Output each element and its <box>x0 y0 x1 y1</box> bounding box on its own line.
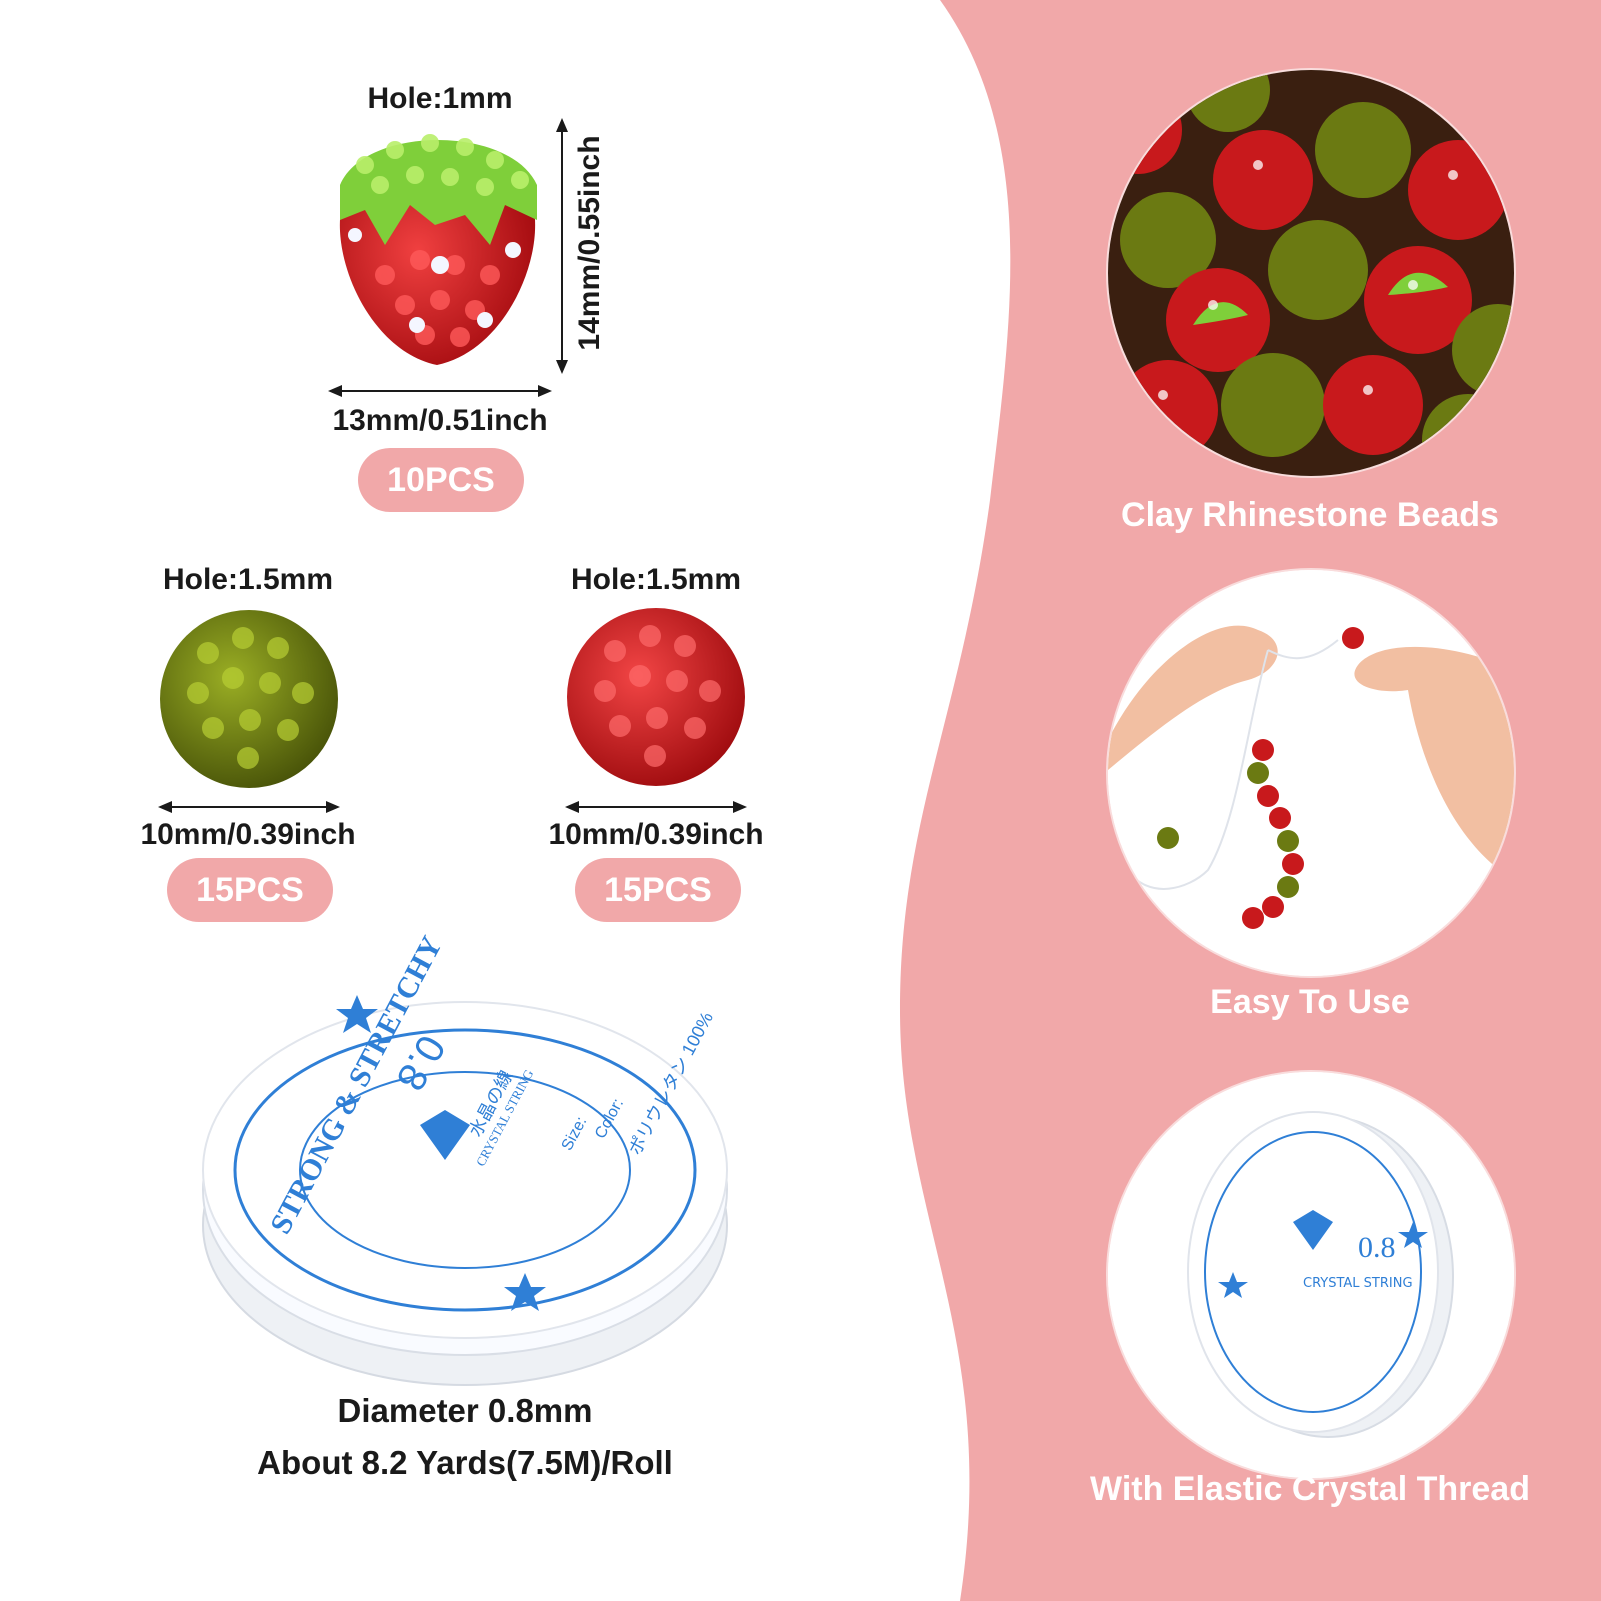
strawberry-qty-badge: 10PCS <box>358 448 524 512</box>
strawberry-height-label: 14mm/0.55inch <box>573 135 606 351</box>
red-width-label: 10mm/0.39inch <box>548 818 764 851</box>
svg-text:0.8: 0.8 <box>1358 1231 1396 1264</box>
feature-photo-beads <box>1108 70 1514 476</box>
olive-width-label: 10mm/0.39inch <box>140 818 356 851</box>
red-hole-label: Hole:1.5mm <box>570 563 742 596</box>
thread-diameter-label: Diameter 0.8mm <box>337 1392 593 1429</box>
thread-spool-photo-icon: 0.8 CRYSTAL STRING <box>1108 1072 1514 1478</box>
thread-length-label: About 8.2 Yards(7.5M)/Roll <box>257 1444 673 1481</box>
strawberry-bead-image <box>339 134 537 365</box>
feature-caption-easy: Easy To Use <box>1210 983 1410 1021</box>
hands-stringing-photo-icon <box>1108 570 1514 976</box>
olive-hole-label: Hole:1.5mm <box>162 563 334 596</box>
strawberry-hole-label: Hole:1mm <box>367 82 513 115</box>
red-width-arrow <box>565 801 747 813</box>
beads-pile-photo-icon <box>1108 70 1514 476</box>
olive-qty-badge: 15PCS <box>167 858 333 922</box>
red-bead-image <box>567 608 745 786</box>
red-qty-badge: 15PCS <box>575 858 741 922</box>
olive-bead-image <box>160 610 338 788</box>
strawberry-width-label: 13mm/0.51inch <box>332 404 548 437</box>
olive-width-arrow <box>158 801 340 813</box>
height-arrow <box>556 118 568 374</box>
svg-text:CRYSTAL STRING: CRYSTAL STRING <box>1303 1276 1413 1291</box>
feature-caption-beads: Clay Rhinestone Beads <box>1121 496 1499 534</box>
strawberry-width-arrow <box>328 385 552 397</box>
feature-photo-thread: 0.8 CRYSTAL STRING <box>1108 1072 1514 1478</box>
feature-caption-thread: With Elastic Crystal Thread <box>1090 1470 1530 1508</box>
feature-photo-hands <box>1108 570 1514 976</box>
thread-spool-image <box>202 995 728 1386</box>
